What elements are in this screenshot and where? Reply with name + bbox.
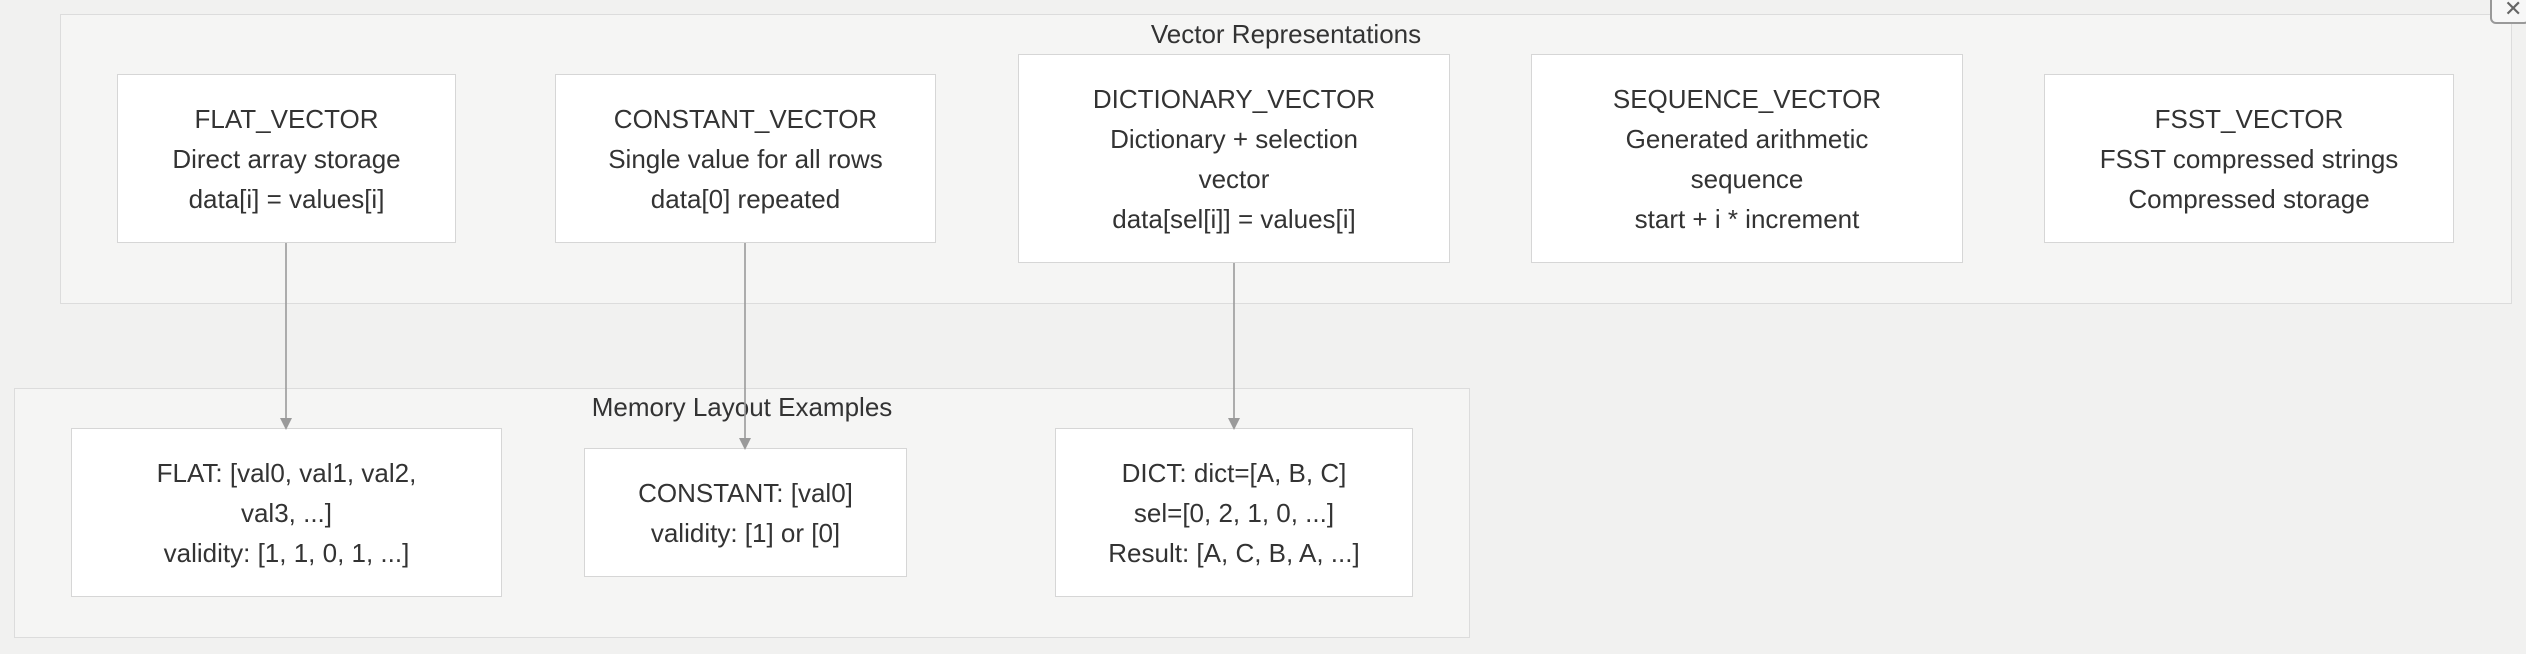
node-dictionary-vector[interactable]: DICTIONARY_VECTOR Dictionary + selection… — [1018, 54, 1450, 263]
node-title: FLAT_VECTOR — [194, 103, 379, 134]
node-title: FSST_VECTOR — [2154, 103, 2344, 134]
node-text: val3, ...] — [240, 497, 333, 528]
close-icon: ✕ — [2504, 0, 2523, 21]
node-text: FSST compressed strings — [2099, 143, 2399, 174]
node-title: SEQUENCE_VECTOR — [1612, 83, 1882, 114]
node-text: validity: [1] or [0] — [650, 517, 841, 548]
node-fsst-vector[interactable]: FSST_VECTOR FSST compressed strings Comp… — [2044, 74, 2454, 243]
node-text: Generated arithmetic — [1625, 123, 1869, 154]
node-text: validity: [1, 1, 0, 1, ...] — [163, 537, 410, 568]
node-constant-vector[interactable]: CONSTANT_VECTOR Single value for all row… — [555, 74, 936, 243]
node-text: data[sel[i]] = values[i] — [1112, 203, 1356, 234]
node-dict-example[interactable]: DICT: dict=[A, B, C] sel=[0, 2, 1, 0, ..… — [1055, 428, 1413, 597]
cluster-title: Vector Representations — [1150, 19, 1422, 49]
node-text: Direct array storage — [172, 143, 401, 174]
node-text: Single value for all rows — [608, 143, 883, 174]
node-flat-vector[interactable]: FLAT_VECTOR Direct array storage data[i]… — [117, 74, 456, 243]
cluster-title: Memory Layout Examples — [591, 392, 893, 422]
close-button[interactable]: ✕ — [2490, 0, 2526, 24]
node-text: data[0] repeated — [650, 183, 841, 214]
node-flat-example[interactable]: FLAT: [val0, val1, val2, val3, ...] vali… — [71, 428, 502, 597]
node-text: data[i] = values[i] — [188, 183, 385, 214]
node-title: DICTIONARY_VECTOR — [1092, 83, 1376, 114]
node-text: CONSTANT: [val0] — [638, 477, 853, 508]
node-text: Compressed storage — [2128, 183, 2370, 214]
node-text: DICT: dict=[A, B, C] — [1121, 457, 1347, 488]
node-text: Dictionary + selection — [1110, 123, 1358, 154]
node-constant-example[interactable]: CONSTANT: [val0] validity: [1] or [0] — [584, 448, 907, 577]
node-text: sel=[0, 2, 1, 0, ...] — [1133, 497, 1335, 528]
node-title: CONSTANT_VECTOR — [613, 103, 878, 134]
node-text: vector — [1198, 163, 1270, 194]
node-text: start + i * increment — [1634, 203, 1860, 234]
node-text: sequence — [1690, 163, 1804, 194]
node-text: Result: [A, C, B, A, ...] — [1108, 537, 1360, 568]
node-sequence-vector[interactable]: SEQUENCE_VECTOR Generated arithmetic seq… — [1531, 54, 1963, 263]
node-text: FLAT: [val0, val1, val2, — [156, 457, 417, 488]
